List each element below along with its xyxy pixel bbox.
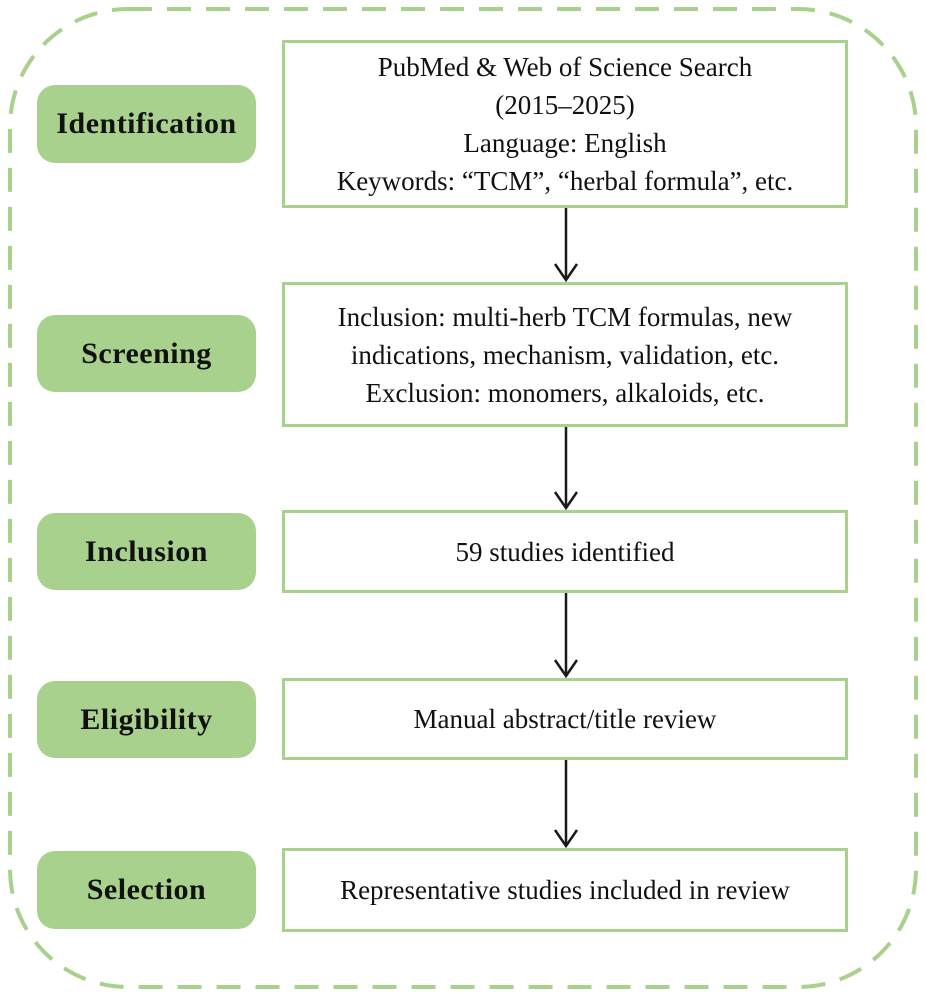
stage-label-identification: Identification [37, 85, 256, 163]
down-arrow-icon [553, 208, 579, 282]
flow-box-included-studies-text: Representative studies included in revie… [340, 875, 790, 905]
flow-box-manual-review-text: Manual abstract/title review [413, 704, 717, 734]
stage-label-screening: Screening [37, 315, 256, 392]
stage-label-inclusion: Inclusion [37, 513, 256, 590]
flow-box-search-text: PubMed & Web of Science Search (2015–202… [336, 52, 794, 196]
down-arrow-icon [553, 593, 579, 678]
flow-box-manual-review: Manual abstract/title review [282, 678, 848, 760]
down-arrow-icon [553, 760, 579, 848]
flow-box-studies-identified: 59 studies identified [282, 510, 848, 593]
stage-label-eligibility: Eligibility [37, 681, 256, 758]
flow-box-included-studies: Representative studies included in revie… [282, 848, 848, 932]
down-arrow-icon [553, 427, 579, 510]
stage-label-selection: Selection [37, 851, 256, 929]
flow-box-criteria: Inclusion: multi-herb TCM formulas, new … [282, 282, 848, 427]
flow-box-criteria-text: Inclusion: multi-herb TCM formulas, new … [337, 301, 793, 408]
flow-box-search: PubMed & Web of Science Search (2015–202… [282, 40, 848, 208]
flow-box-studies-identified-text: 59 studies identified [455, 536, 675, 567]
